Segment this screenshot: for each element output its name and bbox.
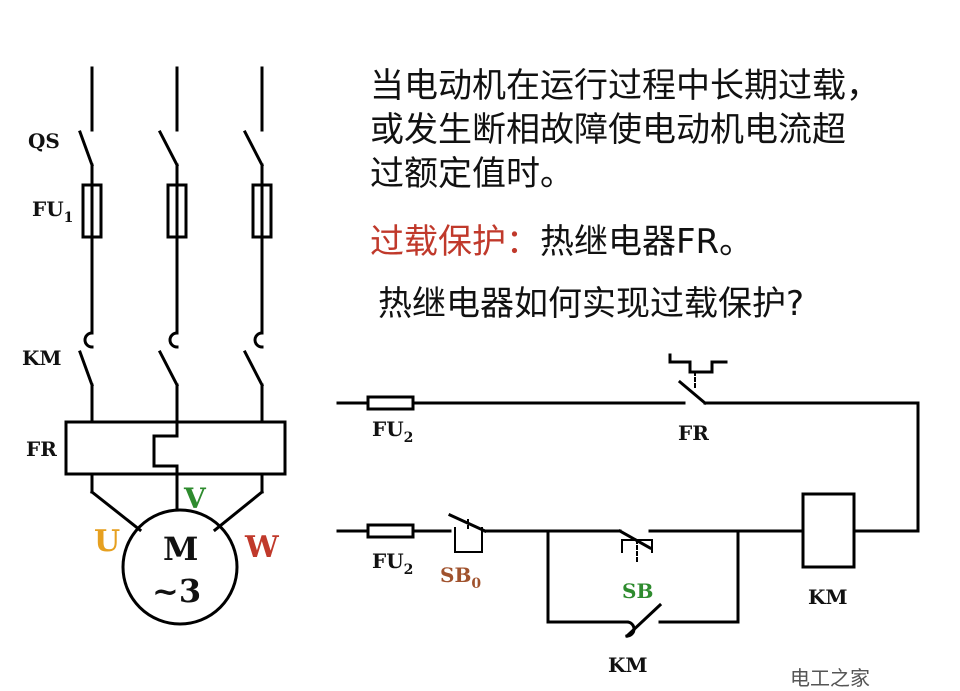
fr-contact-label: FR — [678, 421, 709, 445]
motor-leads — [89, 472, 265, 533]
description-line-1: 当电动机在运行过程中长期过载， — [370, 66, 880, 106]
control-bottom-rung — [336, 492, 920, 639]
control-top-rung — [336, 353, 920, 533]
fu1-fuses — [81, 176, 273, 335]
km-coil-label: KM — [808, 585, 848, 609]
description-line-2: 或发生断相故障使电动机电流超 — [370, 110, 846, 150]
sb-label: SB — [622, 579, 653, 603]
km-label: KM — [22, 346, 62, 370]
motor-phase-label: ~3 — [152, 572, 201, 610]
fr-heater-box — [64, 420, 287, 484]
watermark: 电工之家 — [790, 666, 870, 690]
sb0-label: SB0 — [440, 563, 481, 592]
fr-label: FR — [26, 437, 57, 461]
phase-lines — [90, 66, 264, 132]
phase-v-label: V — [183, 482, 207, 515]
qs-switch — [78, 129, 265, 187]
fu2-top-label: FU2 — [372, 417, 413, 446]
description-line-3: 过额定值时。 — [370, 154, 574, 194]
motor-circle — [121, 508, 239, 626]
fu2-bottom-label: FU2 — [372, 549, 413, 578]
motor-m-label: M — [163, 530, 198, 568]
protection-line: 过载保护：热继电器FR。 — [370, 222, 753, 262]
question-line: 热继电器如何实现过载保护? — [378, 284, 805, 324]
phase-w-label: W — [244, 530, 280, 565]
qs-label: QS — [28, 129, 60, 153]
km-contact-label: KM — [608, 653, 648, 677]
km-main-contacts — [78, 331, 265, 424]
phase-u-label: U — [94, 524, 120, 559]
fu1-label: FU1 — [32, 197, 73, 226]
protection-value: 热继电器FR。 — [540, 222, 754, 262]
protection-label: 过载保护： — [370, 222, 540, 262]
